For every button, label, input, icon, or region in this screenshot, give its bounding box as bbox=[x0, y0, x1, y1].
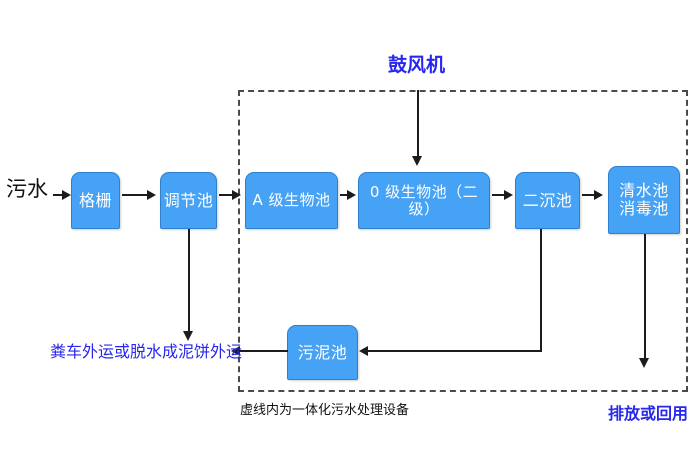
node-secondary-clarifier-label: 二沉池 bbox=[522, 190, 573, 210]
node-equalization[interactable]: 调节池 bbox=[160, 172, 217, 229]
o-stage-to-clarifier-line bbox=[492, 194, 506, 196]
blower-to-o-tank-arrowhead bbox=[412, 156, 422, 166]
node-sludge-tank[interactable]: 污泥池 bbox=[287, 325, 358, 380]
node-o-stage-bio[interactable]: 0 级生物池（二级） bbox=[358, 172, 490, 229]
a-stage-to-o-stage-line bbox=[340, 194, 349, 196]
clarifier-to-clearwater-line bbox=[582, 194, 596, 196]
grille-to-equalization-line bbox=[122, 194, 149, 196]
node-grille-label: 格栅 bbox=[78, 190, 112, 210]
blower-label: 鼓风机 bbox=[388, 54, 446, 76]
node-secondary-clarifier[interactable]: 二沉池 bbox=[515, 172, 580, 229]
a-stage-to-o-stage-arrowhead bbox=[347, 190, 356, 200]
equalization-to-disposal-arrowhead bbox=[183, 331, 193, 341]
node-a-stage-bio[interactable]: A 级生物池 bbox=[245, 172, 338, 229]
equalization-to-disposal-line bbox=[188, 229, 190, 333]
equalization-to-a-stage-line bbox=[219, 194, 236, 196]
node-a-stage-bio-label: A 级生物池 bbox=[252, 191, 331, 210]
node-clearwater[interactable]: 清水池 消毒池 bbox=[608, 166, 680, 234]
clarifier-to-sludge-vline bbox=[540, 229, 542, 351]
integrated-equipment-boundary bbox=[238, 90, 688, 392]
node-clearwater-label: 清水池 消毒池 bbox=[619, 181, 669, 218]
sludge-to-disposal-arrowhead bbox=[231, 346, 240, 356]
equalization-to-a-stage-arrowhead bbox=[232, 190, 241, 200]
clearwater-to-discharge-line bbox=[644, 234, 646, 362]
inlet-to-grille-line bbox=[53, 194, 64, 196]
discharge-reuse-label: 排放或回用 bbox=[608, 404, 689, 423]
node-equalization-label: 调节池 bbox=[163, 190, 214, 210]
node-o-stage-bio-label: 0 级生物池（二级） bbox=[369, 182, 479, 218]
node-sludge-tank-label: 污泥池 bbox=[297, 342, 348, 362]
clarifier-to-clearwater-arrowhead bbox=[594, 190, 603, 200]
clarifier-to-sludge-arrowhead bbox=[359, 346, 368, 356]
inlet-to-grille-arrowhead bbox=[62, 190, 71, 200]
clarifier-to-sludge-hline bbox=[368, 350, 542, 352]
o-stage-to-clarifier-arrowhead bbox=[504, 190, 513, 200]
sludge-to-disposal-line bbox=[240, 350, 288, 352]
node-grille[interactable]: 格栅 bbox=[71, 172, 120, 229]
grille-to-equalization-arrowhead bbox=[147, 190, 156, 200]
inlet-label: 污水 bbox=[6, 177, 48, 201]
dashed-region-caption: 虚线内为一体化污水处理设备 bbox=[240, 403, 410, 418]
blower-to-o-tank-line bbox=[417, 90, 419, 158]
sludge-disposal-label: 粪车外运或脱水成泥饼外运 bbox=[50, 342, 243, 361]
clearwater-to-discharge-arrowhead bbox=[639, 358, 649, 368]
